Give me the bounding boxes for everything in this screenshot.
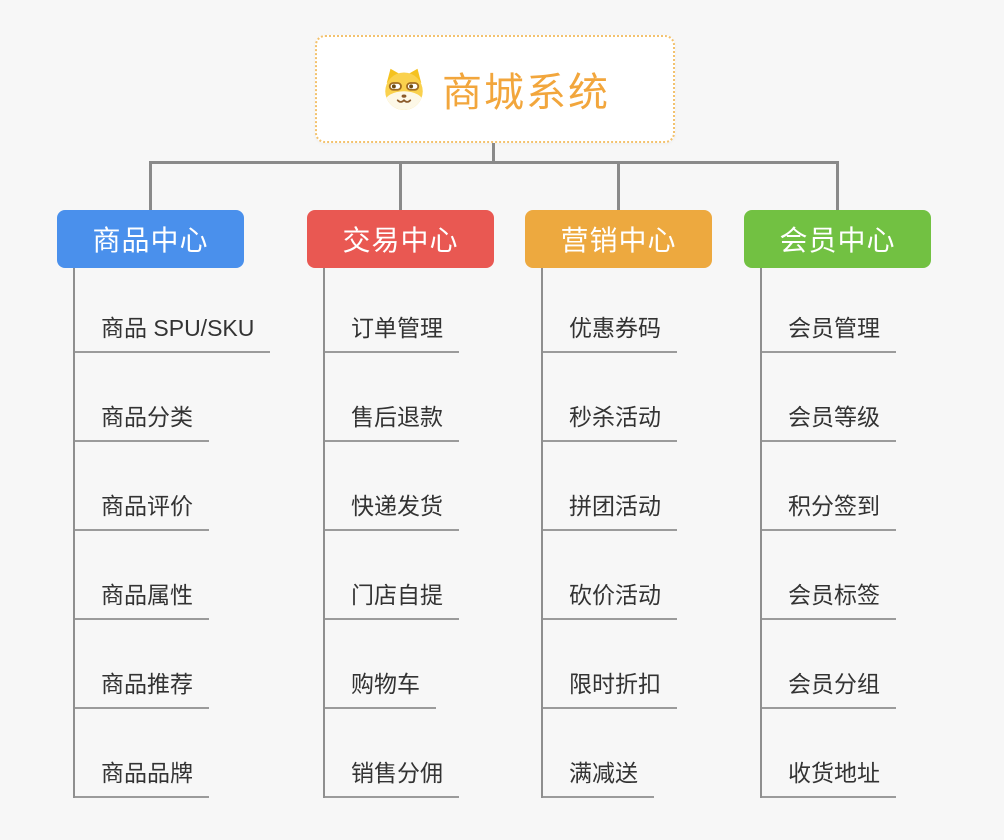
leaf-label: 销售分佣 xyxy=(325,754,459,798)
branch-member-center: 会员中心 会员管理 会员等级 积分签到 会员标签 会员分组 收货地址 xyxy=(744,210,994,798)
leaf-label: 砍价活动 xyxy=(543,576,677,620)
leaf-label: 商品属性 xyxy=(75,576,209,620)
leaf-node[interactable]: 拼团活动 xyxy=(543,442,775,531)
branch-items-marketing-center: 优惠券码 秒杀活动 拼团活动 砍价活动 限时折扣 满减送 xyxy=(541,268,775,798)
leaf-label: 收货地址 xyxy=(762,754,896,798)
dog-face-icon xyxy=(380,65,428,113)
leaf-label: 购物车 xyxy=(325,665,436,709)
leaf-node[interactable]: 订单管理 xyxy=(325,268,557,353)
branch-trade-center: 交易中心 订单管理 售后退款 快递发货 门店自提 购物车 销售分佣 xyxy=(307,210,557,798)
leaf-node[interactable]: 满减送 xyxy=(543,709,775,798)
leaf-label: 商品品牌 xyxy=(75,754,209,798)
branch-items-member-center: 会员管理 会员等级 积分签到 会员标签 会员分组 收货地址 xyxy=(760,268,994,798)
leaf-node[interactable]: 积分签到 xyxy=(762,442,994,531)
leaf-label: 会员等级 xyxy=(762,398,896,442)
connector-drop-2 xyxy=(399,161,402,210)
leaf-label: 商品评价 xyxy=(75,487,209,531)
connector-drop-3 xyxy=(617,161,620,210)
leaf-node[interactable]: 商品属性 xyxy=(75,531,307,620)
leaf-label: 售后退款 xyxy=(325,398,459,442)
leaf-label: 订单管理 xyxy=(325,309,459,353)
connector-bus xyxy=(149,161,839,164)
leaf-node[interactable]: 售后退款 xyxy=(325,353,557,442)
leaf-label: 会员标签 xyxy=(762,576,896,620)
leaf-node[interactable]: 商品 SPU/SKU xyxy=(75,268,307,353)
leaf-label: 优惠券码 xyxy=(543,309,677,353)
branch-marketing-center: 营销中心 优惠券码 秒杀活动 拼团活动 砍价活动 限时折扣 满减送 xyxy=(525,210,775,798)
connector-drop-4 xyxy=(836,161,839,210)
leaf-label: 限时折扣 xyxy=(543,665,677,709)
leaf-node[interactable]: 优惠券码 xyxy=(543,268,775,353)
leaf-node[interactable]: 门店自提 xyxy=(325,531,557,620)
root-node[interactable]: 商城系统 xyxy=(315,35,675,143)
branch-header-product-center[interactable]: 商品中心 xyxy=(57,210,244,268)
leaf-label: 商品分类 xyxy=(75,398,209,442)
leaf-node[interactable]: 会员等级 xyxy=(762,353,994,442)
leaf-node[interactable]: 会员分组 xyxy=(762,620,994,709)
leaf-label: 满减送 xyxy=(543,754,654,798)
leaf-label: 商品推荐 xyxy=(75,665,209,709)
branch-header-marketing-center[interactable]: 营销中心 xyxy=(525,210,712,268)
leaf-node[interactable]: 商品推荐 xyxy=(75,620,307,709)
leaf-label: 快递发货 xyxy=(325,487,459,531)
branch-product-center: 商品中心 商品 SPU/SKU 商品分类 商品评价 商品属性 商品推荐 商品品牌 xyxy=(57,210,307,798)
leaf-node[interactable]: 购物车 xyxy=(325,620,557,709)
leaf-label: 秒杀活动 xyxy=(543,398,677,442)
leaf-node[interactable]: 限时折扣 xyxy=(543,620,775,709)
leaf-node[interactable]: 商品分类 xyxy=(75,353,307,442)
connector-drop-1 xyxy=(149,161,152,210)
leaf-node[interactable]: 商品评价 xyxy=(75,442,307,531)
branch-header-member-center[interactable]: 会员中心 xyxy=(744,210,931,268)
leaf-node[interactable]: 快递发货 xyxy=(325,442,557,531)
leaf-label: 拼团活动 xyxy=(543,487,677,531)
leaf-node[interactable]: 商品品牌 xyxy=(75,709,307,798)
leaf-node[interactable]: 会员管理 xyxy=(762,268,994,353)
branch-header-trade-center[interactable]: 交易中心 xyxy=(307,210,494,268)
leaf-label: 商品 SPU/SKU xyxy=(75,309,271,353)
branch-items-product-center: 商品 SPU/SKU 商品分类 商品评价 商品属性 商品推荐 商品品牌 xyxy=(73,268,307,798)
leaf-node[interactable]: 秒杀活动 xyxy=(543,353,775,442)
leaf-label: 门店自提 xyxy=(325,576,459,620)
leaf-node[interactable]: 砍价活动 xyxy=(543,531,775,620)
branch-items-trade-center: 订单管理 售后退款 快递发货 门店自提 购物车 销售分佣 xyxy=(323,268,557,798)
leaf-node[interactable]: 销售分佣 xyxy=(325,709,557,798)
leaf-label: 会员管理 xyxy=(762,309,896,353)
leaf-label: 会员分组 xyxy=(762,665,896,709)
root-title: 商城系统 xyxy=(442,71,610,115)
leaf-label: 积分签到 xyxy=(762,487,896,531)
leaf-node[interactable]: 收货地址 xyxy=(762,709,994,798)
connector-root-drop xyxy=(492,143,495,163)
leaf-node[interactable]: 会员标签 xyxy=(762,531,994,620)
